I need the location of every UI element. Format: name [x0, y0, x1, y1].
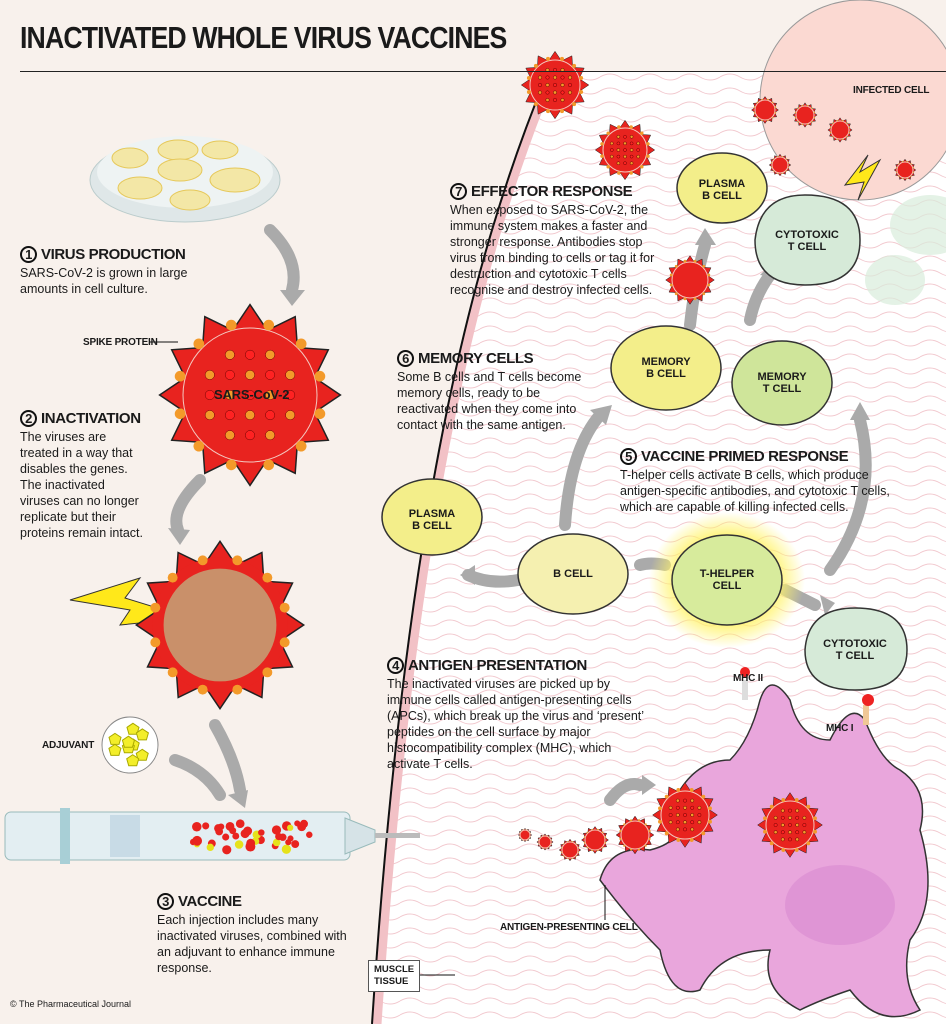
step-6: 6MEMORY CELLS Some B cells and T cells b…: [397, 350, 597, 433]
step-5: 5VACCINE PRIMED RESPONSE T-helper cells …: [620, 448, 890, 515]
vaccine-particle: [222, 845, 231, 854]
step-heading: ANTIGEN PRESENTATION: [408, 657, 587, 674]
muscle-tissue-label: MUSCLE TISSUE: [368, 960, 420, 992]
step-body: SARS-CoV-2 is grown in large amounts in …: [20, 265, 220, 297]
vaccine-particle: [215, 828, 223, 836]
step-heading: MEMORY CELLS: [418, 350, 533, 367]
adjuvant-label: ADJUVANT: [42, 740, 94, 751]
step-heading: EFFECTOR RESPONSE: [471, 183, 632, 200]
virus-icon: [136, 541, 303, 708]
step-number: 7: [450, 183, 467, 200]
plasma-b-cell-label: PLASMA B CELL: [409, 508, 455, 532]
step-heading: INACTIVATION: [41, 410, 141, 427]
step-heading: VACCINE: [178, 893, 242, 910]
vaccine-particle: [291, 840, 299, 848]
vaccine-particle: [232, 833, 239, 840]
step-number: 5: [620, 448, 637, 465]
vaccine-particle: [246, 839, 255, 848]
step-number: 2: [20, 410, 37, 427]
page-title: INACTIVATED WHOLE VIRUS VACCINES: [20, 20, 506, 56]
vaccine-particle: [236, 819, 245, 828]
vaccine-particle: [287, 825, 293, 831]
vaccine-particle: [294, 820, 300, 826]
step-body: Each injection includes many inactivated…: [157, 912, 357, 976]
plasma-b-cell-label: PLASMA B CELL: [699, 178, 745, 202]
step-body: The viruses are treated in a way that di…: [20, 429, 145, 541]
vaccine-particle: [285, 839, 291, 845]
step-number: 1: [20, 246, 37, 263]
t-helper-cell-label: T-HELPER CELL: [700, 568, 754, 592]
vaccine-particle: [235, 840, 244, 849]
step-1: 1VIRUS PRODUCTION SARS-CoV-2 is grown in…: [20, 246, 220, 297]
antigen-presenting-cell-label: ANTIGEN-PRESENTING CELL: [500, 922, 638, 933]
step-body: Some B cells and T cells become memory c…: [397, 369, 597, 433]
vaccine-particle: [202, 822, 209, 829]
step-heading: VIRUS PRODUCTION: [41, 246, 185, 263]
memory-t-cell-label: MEMORY T CELL: [757, 371, 806, 395]
step-body: The inactivated viruses are picked up by…: [387, 676, 657, 772]
vaccine-particle: [300, 820, 308, 828]
syringe-icon: [5, 808, 420, 864]
vaccine-particle: [272, 825, 281, 834]
step-number: 4: [387, 657, 404, 674]
step-body: When exposed to SARS-CoV-2, the immune s…: [450, 202, 655, 298]
step-3: 3VACCINE Each injection includes many in…: [157, 893, 357, 976]
title-divider: [20, 71, 946, 72]
vaccine-particle: [258, 829, 264, 835]
step-heading: VACCINE PRIMED RESPONSE: [641, 448, 848, 465]
vaccine-particle: [306, 832, 312, 838]
cytotoxic-t-cell-label: CYTOTOXIC T CELL: [823, 638, 887, 662]
vaccine-particle: [207, 844, 214, 851]
vaccine-particle: [243, 827, 252, 836]
step-body: T-helper cells activate B cells, which p…: [620, 467, 890, 515]
copyright: © The Pharmaceutical Journal: [10, 999, 131, 1009]
sars-cov-2-label: SARS-CoV-2: [214, 387, 289, 402]
mhc-ii-label: MHC II: [733, 673, 763, 684]
step-4: 4ANTIGEN PRESENTATION The inactivated vi…: [387, 657, 657, 772]
vaccine-particle: [222, 834, 229, 841]
memory-b-cell-label: MEMORY B CELL: [641, 356, 690, 380]
vaccine-particle: [282, 845, 291, 854]
infected-cell-label: INFECTED CELL: [853, 85, 929, 96]
vaccine-particle: [192, 836, 202, 846]
vaccine-particle: [192, 822, 201, 831]
step-number: 3: [157, 893, 174, 910]
b-cell-label: B CELL: [553, 568, 593, 580]
step-7: 7EFFECTOR RESPONSE When exposed to SARS-…: [450, 183, 655, 298]
step-2: 2INACTIVATION The viruses are treated in…: [20, 410, 145, 541]
spike-protein-label: SPIKE PROTEIN: [83, 337, 158, 348]
step-number: 6: [397, 350, 414, 367]
cytotoxic-t-cell-label: CYTOTOXIC T CELL: [775, 229, 839, 253]
mhc-i-label: MHC I: [826, 723, 853, 734]
petri-dish-icon: [90, 136, 280, 222]
vaccine-particle: [279, 834, 286, 841]
